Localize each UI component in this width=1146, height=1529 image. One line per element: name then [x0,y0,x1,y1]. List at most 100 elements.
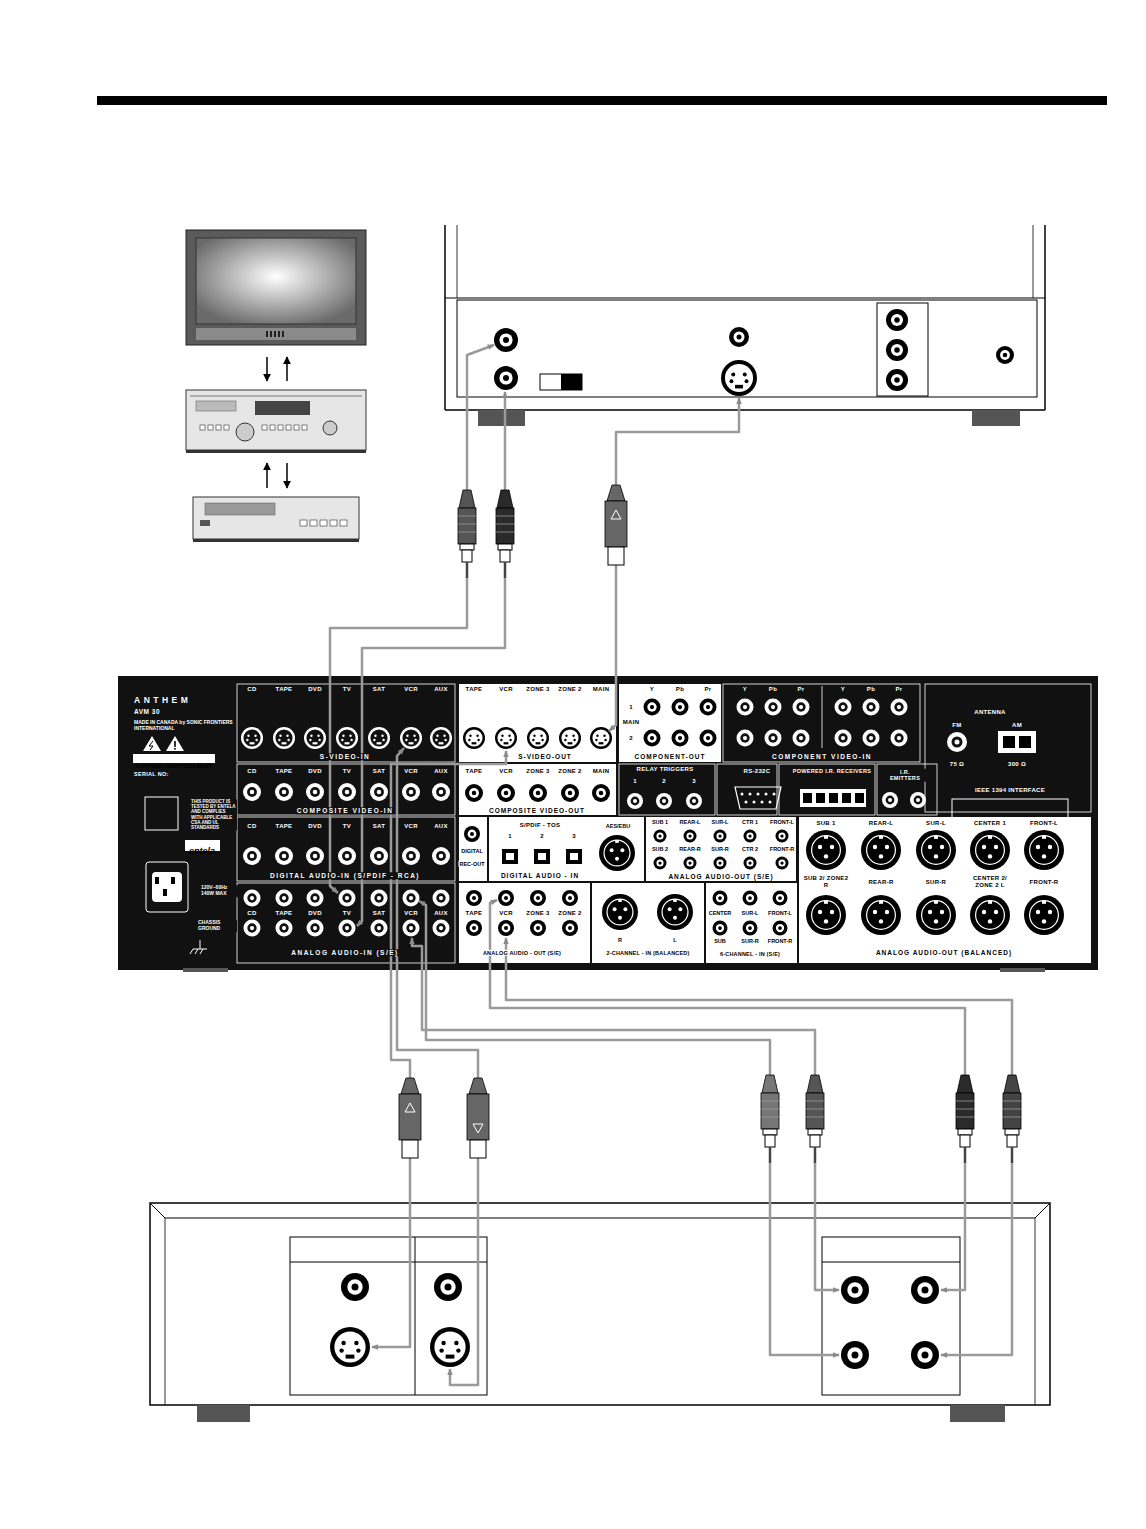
jack-shell [644,730,661,747]
jack-pin [852,1287,859,1294]
grip-ridge [1003,1109,1021,1110]
rca-jack [765,730,782,747]
jack-pin [345,854,350,859]
s-video-jack [527,727,549,749]
jack-pin [250,896,254,900]
jack-pin [668,907,672,911]
jack-shell [776,857,789,870]
panel-label: FM [951,722,962,729]
panel-label: Y [649,686,655,693]
signal-arrow [286,463,288,488]
jack-shell [530,920,546,936]
panel-label: ANTENNA [973,709,1006,716]
jack-pin [718,926,722,930]
jack-ring [866,702,875,711]
jack-pin [382,739,384,741]
port-pin [749,793,752,796]
jack-ring [746,832,753,839]
jack-pin [310,735,312,737]
tv-button [278,331,280,337]
panel-label: RS-232C [743,768,772,775]
jack-ring [247,787,257,797]
panel-label: 3 [691,778,697,785]
panel-label: AUX [433,910,449,917]
rs232-port [735,787,781,809]
jack-pin [345,896,349,900]
jack-pin [345,926,349,930]
rca-jack [432,847,450,865]
xlr-jack [970,895,1010,935]
jack-pin [504,926,508,930]
jack-pin [718,896,722,900]
jack-shell [498,890,514,906]
cable [450,1158,478,1385]
receiver-icon [186,390,366,450]
jack-pin [729,379,733,383]
jack-pin [250,854,255,859]
panel-label: RELAY TRIGGERS [636,766,695,773]
jack-pin [536,926,540,930]
jack-ring [776,924,784,932]
tv-switch-lever [561,374,582,390]
vcr-jack-group [822,1237,960,1395]
plug-pin [769,1147,772,1163]
jack-shell [1024,830,1064,870]
tv-housing [1033,225,1034,298]
jack-pin [278,739,280,741]
panel-label: MAIN [592,768,611,775]
rca-jack [714,830,727,843]
jack-pin [504,791,509,796]
jack-pin [1048,845,1052,849]
exclamation-mark [174,748,176,750]
jack-pin [536,896,540,900]
jack-pin [610,848,614,852]
jack-pin [678,736,682,740]
jack-latch [988,836,992,839]
television-rear [445,225,1045,426]
rca-jack [835,699,852,716]
section-frame [237,764,455,815]
jack-shell [841,1341,869,1369]
jack-ring [746,859,753,866]
plug-boot [1004,1075,1020,1093]
jack-pin [472,926,476,930]
jack-pin [688,861,691,864]
rca-jack [656,793,672,809]
jack-pin [409,790,414,795]
panel-label: TAPE [275,823,294,830]
jack-pin [633,799,637,803]
jack-pin [286,735,288,737]
panel-section [459,817,487,881]
receiver-button [278,425,283,430]
jack-pin [613,907,617,911]
jack-latch [615,840,619,843]
panel-label: ZONE 3 [525,768,550,775]
panel-label: 3 [571,833,577,840]
jack-shell [806,830,846,870]
plug-boot [762,1075,778,1093]
jack-pin [568,791,573,796]
panel-label: SUR-R [925,879,948,886]
xlr-jack [806,830,846,870]
jack-shell [793,730,810,747]
jack-ring [279,787,289,797]
jack-pin [282,896,286,900]
rca-jack [338,783,356,801]
panel-label: 1 [628,704,634,711]
jack-pin [377,926,381,930]
panel-label: SUR-L [741,910,760,916]
s-video-jack [368,727,390,749]
jack-key [599,742,604,744]
jack-shell [737,699,754,716]
panel-label: CENTER [708,910,733,916]
jack-key [735,385,743,389]
jack-shell [863,730,880,747]
tv-housing [1044,225,1046,410]
rca-jack [592,784,610,802]
panel-label: SERIAL NO: [133,771,170,777]
rca-jack [947,732,967,752]
panel-label: TV [342,823,352,830]
jack-shell [244,890,261,907]
jack-ring [596,788,606,798]
